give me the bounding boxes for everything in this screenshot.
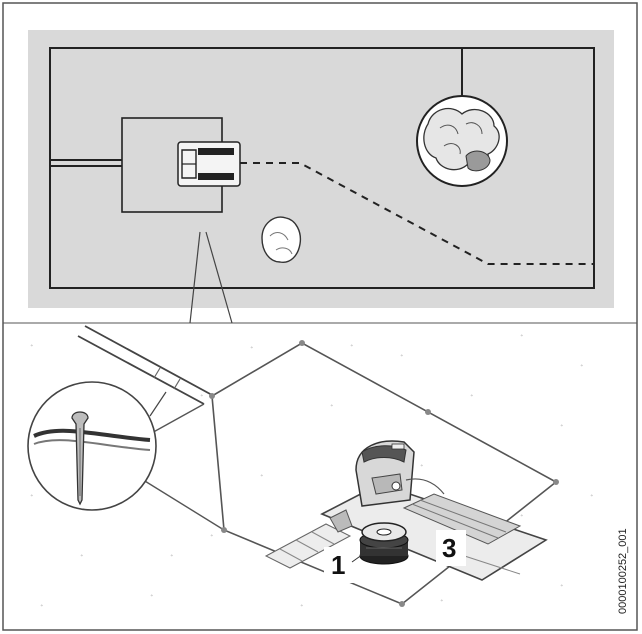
svg-text:ᐩ: ᐩ <box>110 338 114 348</box>
docking-station-top-icon <box>177 141 241 187</box>
svg-text:ᐩ: ᐩ <box>80 553 84 563</box>
perspective-panel: ᐩᐩᐩ ᐩᐩᐩ ᐩᐩᐩ ᐩᐩᐩ ᐩᐩᐩ ᐩᐩᐩ ᐩᐩᐩ ᐩᐩᐩ ᐩᐩᐩ <box>27 325 629 614</box>
svg-text:ᐩ: ᐩ <box>580 363 584 373</box>
plan-background <box>28 30 614 308</box>
document-code: 0000100252_001 <box>617 528 629 614</box>
wire-pegs <box>209 340 559 607</box>
svg-text:ᐩ: ᐩ <box>300 603 304 613</box>
svg-text:ᐩ: ᐩ <box>350 343 354 353</box>
svg-text:ᐩ: ᐩ <box>560 423 564 433</box>
svg-text:ᐩ: ᐩ <box>470 393 474 403</box>
svg-text:ᐩ: ᐩ <box>260 473 264 483</box>
svg-text:ᐩ: ᐩ <box>520 513 524 523</box>
zoom-line-right <box>205 231 233 324</box>
perspective-wire-b <box>77 335 205 405</box>
svg-text:ᐩ: ᐩ <box>30 343 34 353</box>
callout-3-label: 3 <box>442 533 456 563</box>
guide-strip <box>264 523 352 569</box>
svg-text:ᐩ: ᐩ <box>590 493 594 503</box>
svg-text:ᐩ: ᐩ <box>560 583 564 593</box>
svg-text:ᐩ: ᐩ <box>150 593 154 603</box>
peg-detail-magnifier <box>27 381 167 511</box>
guide-wire-dashed <box>240 162 594 265</box>
flowerbed-island-icon <box>416 95 508 187</box>
svg-text:ᐩ: ᐩ <box>520 333 524 343</box>
callout-1-leader <box>351 551 367 563</box>
callout-1-box <box>324 547 354 583</box>
svg-text:ᐩ: ᐩ <box>200 393 204 403</box>
svg-text:ᐩ: ᐩ <box>420 463 424 473</box>
svg-text:ᐩ: ᐩ <box>400 353 404 363</box>
zoom-line-left <box>189 231 201 324</box>
callout-1-label: 1 <box>331 550 345 580</box>
wire-spool-icon <box>359 522 409 565</box>
callout-3-box <box>436 530 466 566</box>
charging-station-icon <box>320 440 548 581</box>
boundary-wire <box>49 47 595 289</box>
svg-text:ᐩ: ᐩ <box>30 493 34 503</box>
svg-text:ᐩ: ᐩ <box>170 553 174 563</box>
svg-text:ᐩ: ᐩ <box>40 603 44 613</box>
svg-text:ᐩ: ᐩ <box>330 403 334 413</box>
svg-text:ᐩ: ᐩ <box>210 533 214 543</box>
garden-plan-panel <box>28 30 614 308</box>
svg-text:ᐩ: ᐩ <box>250 345 254 355</box>
perspective-wire-a <box>84 325 213 396</box>
bush-obstacle-icon <box>261 216 302 263</box>
svg-text:ᐩ: ᐩ <box>440 598 444 608</box>
